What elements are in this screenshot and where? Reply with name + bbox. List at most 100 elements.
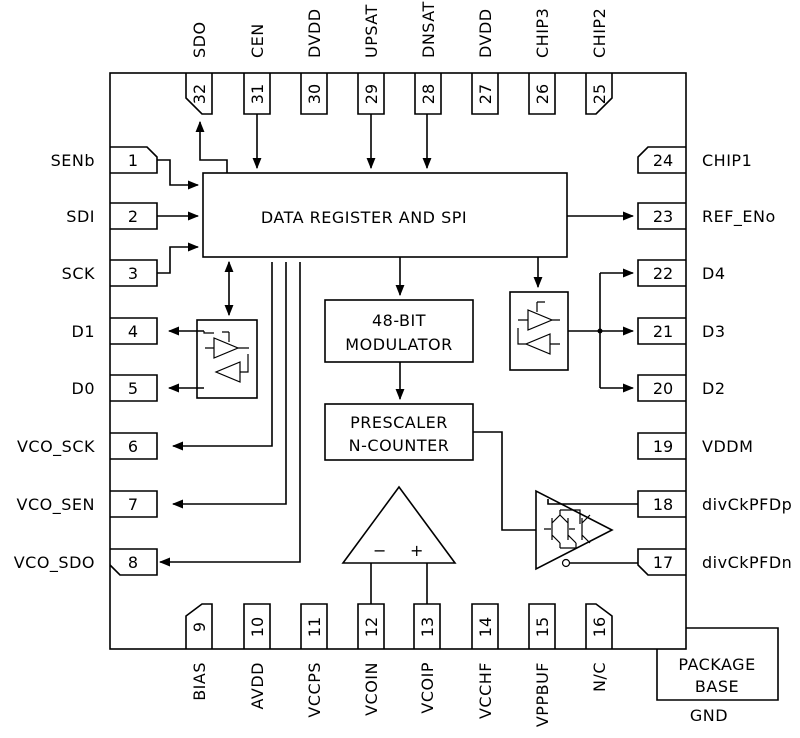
data-register-block: DATA REGISTER AND SPI [202, 172, 568, 258]
pin-number: 26 [533, 84, 552, 104]
pin-label: VCO_SCK [17, 437, 95, 457]
pin-5: 5 D0 [72, 374, 158, 402]
pin-19: 19 VDDM [637, 432, 753, 460]
pin-number: 3 [128, 264, 138, 283]
pin-label: N/C [590, 662, 609, 692]
pin-label: VCO_SEN [17, 495, 95, 515]
pin-number: 32 [190, 84, 209, 104]
pin-label: D4 [702, 264, 726, 283]
pin-6: 6 VCO_SCK [17, 432, 158, 460]
pin-label: CHIP3 [533, 8, 552, 58]
pin-20: 20 D2 [637, 374, 726, 402]
pin-number: 16 [590, 617, 609, 637]
left-io-buffer [167, 260, 258, 399]
pin-label: VCCPS [305, 662, 324, 718]
pin-number: 2 [128, 207, 138, 226]
pin-27: 27 DVDD [471, 8, 499, 115]
pin-number: 27 [476, 84, 495, 104]
pin-number: 12 [362, 617, 381, 637]
pin-label: divCkPFDp [702, 495, 792, 514]
right-io-buffer [509, 257, 635, 393]
modulator-label-line1: 48-BIT [372, 311, 426, 330]
pins-bottom: 9BIAS10AVDD11VCCPS12VCOIN13VCOIP14VCCHF1… [185, 603, 613, 727]
pin-number: 8 [128, 553, 138, 572]
pin-label: SDO [190, 21, 209, 58]
pin-label: VPPBUF [533, 662, 552, 727]
pin-label: CHIP2 [590, 8, 609, 58]
pin-number: 6 [128, 437, 138, 456]
opamp-symbol: − + [341, 485, 457, 604]
prescaler-label-line2: N-COUNTER [349, 436, 450, 455]
pin-label: SDI [66, 207, 95, 226]
pin-32: 32 SDO [185, 21, 213, 115]
pin-label: D2 [702, 379, 726, 398]
pin-label: DVDD [476, 8, 495, 58]
pin-17: 17 divCkPFDn [637, 548, 792, 576]
pin-number: 21 [653, 322, 673, 341]
pin-16: 16N/C [585, 603, 613, 692]
prescaler-label-line1: PRESCALER [350, 413, 448, 432]
pin-number: 1 [128, 151, 138, 170]
modulator-block: 48-BIT MODULATOR [324, 299, 474, 363]
pin-label: D1 [72, 322, 96, 341]
internal-connections [157, 114, 635, 567]
pin-23: 23 REF_ENo [637, 202, 776, 230]
pin-number: 22 [653, 264, 673, 283]
prescaler-block: PRESCALER N-COUNTER [324, 403, 474, 461]
pin-label: UPSAT [362, 4, 381, 58]
pin-number: 5 [128, 379, 138, 398]
pin-number: 20 [653, 379, 673, 398]
pin-label: VCCHF [476, 662, 495, 719]
pin-number: 13 [418, 617, 437, 637]
pin-label: DVDD [305, 8, 324, 58]
pin-31: 31 CEN [243, 23, 271, 115]
modulator-label-line2: MODULATOR [345, 335, 452, 354]
pin-number: 19 [653, 437, 673, 456]
pin-number: 14 [476, 617, 495, 637]
pin-number: 10 [248, 617, 267, 637]
pin-number: 31 [248, 84, 267, 104]
pin-4: 4 D1 [72, 317, 158, 345]
opamp-minus-label: − [373, 541, 387, 560]
chip-body [109, 72, 687, 650]
pin-label: SCK [62, 264, 95, 283]
package-base-block: PACKAGE BASE GND [656, 627, 779, 725]
pin-number: 17 [653, 553, 673, 572]
package-label-line1: PACKAGE [678, 655, 755, 674]
pin-number: 11 [305, 617, 324, 637]
pin-22: 22 D4 [637, 259, 726, 287]
pin-label: CHIP1 [702, 151, 752, 170]
pin-label: VDDM [702, 437, 753, 456]
pin-number: 23 [653, 207, 673, 226]
output-buffer-symbol [473, 431, 638, 571]
pin-number: 28 [419, 84, 438, 104]
pin-label: D0 [72, 379, 96, 398]
pin-label: BIAS [190, 662, 209, 701]
pins-top: 25CHIP226CHIP327DVDD28DNSAT29UPSAT30DVDD… [185, 1, 613, 115]
pin-label: divCkPFDn [702, 553, 792, 572]
pin-number: 4 [128, 322, 138, 341]
opamp-plus-label: + [410, 541, 424, 560]
pin-label: DNSAT [419, 1, 438, 58]
pin-8: 8 VCO_SDO [14, 548, 158, 576]
pin-label: VCOIN [362, 662, 381, 716]
pin-number: 15 [533, 617, 552, 637]
data-register-label: DATA REGISTER AND SPI [261, 208, 467, 227]
pin-label: REF_ENo [702, 207, 776, 227]
pin-28: 28 DNSAT [414, 1, 442, 115]
pin-label: VCO_SDO [14, 553, 95, 573]
pin-label: CEN [248, 23, 267, 58]
